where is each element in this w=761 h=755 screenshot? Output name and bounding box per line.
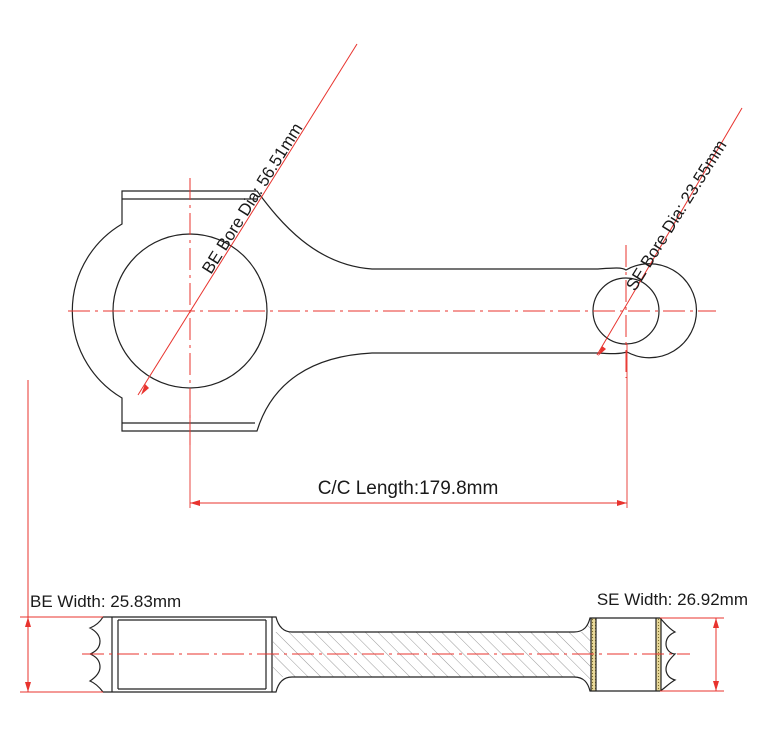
cc-length-label: C/C Length:179.8mm bbox=[318, 478, 499, 499]
be-bore-leader bbox=[137, 43, 358, 396]
se-width-dimension: SE Width: 26.92mm bbox=[597, 590, 748, 692]
be-width-arrow-bottom bbox=[25, 682, 31, 692]
se-width-arrow-bottom bbox=[713, 681, 719, 691]
cc-arrow-left bbox=[190, 500, 200, 506]
se-bore-arrow bbox=[598, 346, 606, 356]
be-width-dimension: BE Width: 25.83mm bbox=[20, 380, 181, 693]
be-bore-dimension: BE Bore Dia: 56.51mm bbox=[137, 43, 358, 396]
se-width-label: SE Width: 26.92mm bbox=[597, 590, 748, 609]
be-bore-arrow bbox=[141, 384, 149, 395]
se-bore-label: SE Bore Dia: 23.55mm bbox=[622, 137, 730, 295]
se-bore-dimension: SE Bore Dia: 23.55mm bbox=[596, 107, 743, 356]
rod-top-outline bbox=[71, 190, 698, 432]
cc-length-dimension: C/C Length:179.8mm bbox=[189, 344, 628, 508]
se-width-arrow-top bbox=[713, 618, 719, 628]
se-bore-leader bbox=[596, 107, 743, 356]
be-bore-label: BE Bore Dia: 56.51mm bbox=[198, 120, 306, 278]
be-width-label: BE Width: 25.83mm bbox=[30, 592, 181, 611]
be-width-arrow-top bbox=[25, 617, 31, 627]
cc-arrow-right bbox=[617, 500, 627, 506]
